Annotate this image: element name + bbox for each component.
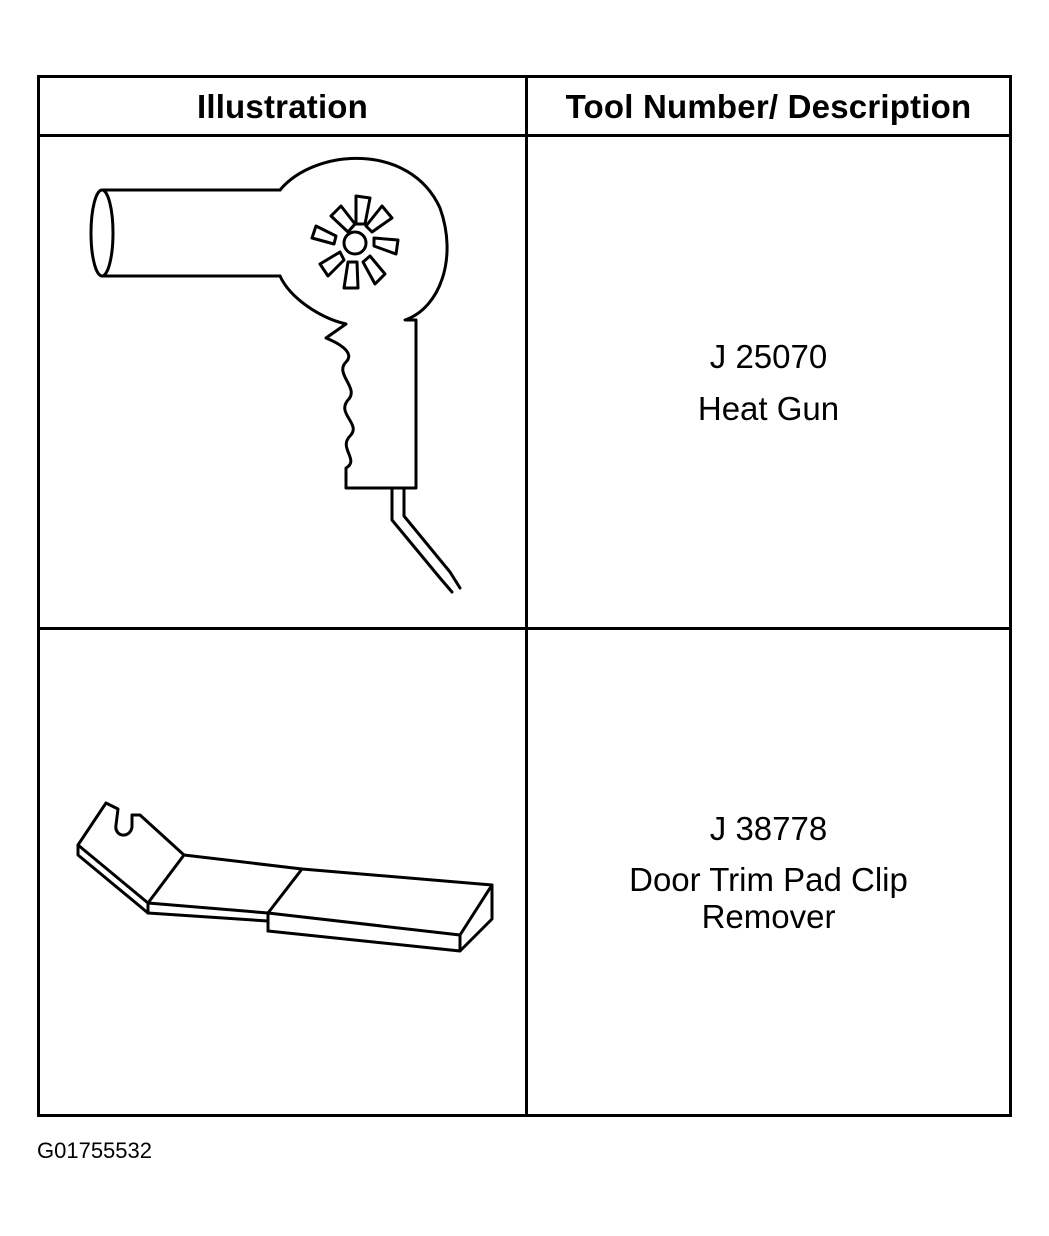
tool-description-cell: J 25070 Heat Gun <box>528 137 1009 627</box>
row-divider <box>40 627 1009 630</box>
column-divider <box>525 78 528 1114</box>
header-illustration: Illustration <box>196 88 369 125</box>
tool-description-line: Door Trim Pad Clip <box>629 860 908 898</box>
tool-number: J 38778 <box>709 809 828 847</box>
tool-description-line: Heat Gun <box>697 389 840 427</box>
header-divider <box>40 134 1009 137</box>
tool-description-cell: J 38778 Door Trim Pad Clip Remover <box>528 630 1009 1114</box>
figure-id: G01755532 <box>37 1138 152 1163</box>
heat-gun-icon <box>89 156 462 594</box>
tool-table: Illustration Tool Number/ Description <box>37 75 1012 1117</box>
header-tool-description: Tool Number/ Description <box>565 88 972 125</box>
tool-number: J 25070 <box>709 337 828 375</box>
door-trim-pad-clip-remover-icon <box>76 801 494 953</box>
tool-description-line: Remover <box>701 897 836 935</box>
